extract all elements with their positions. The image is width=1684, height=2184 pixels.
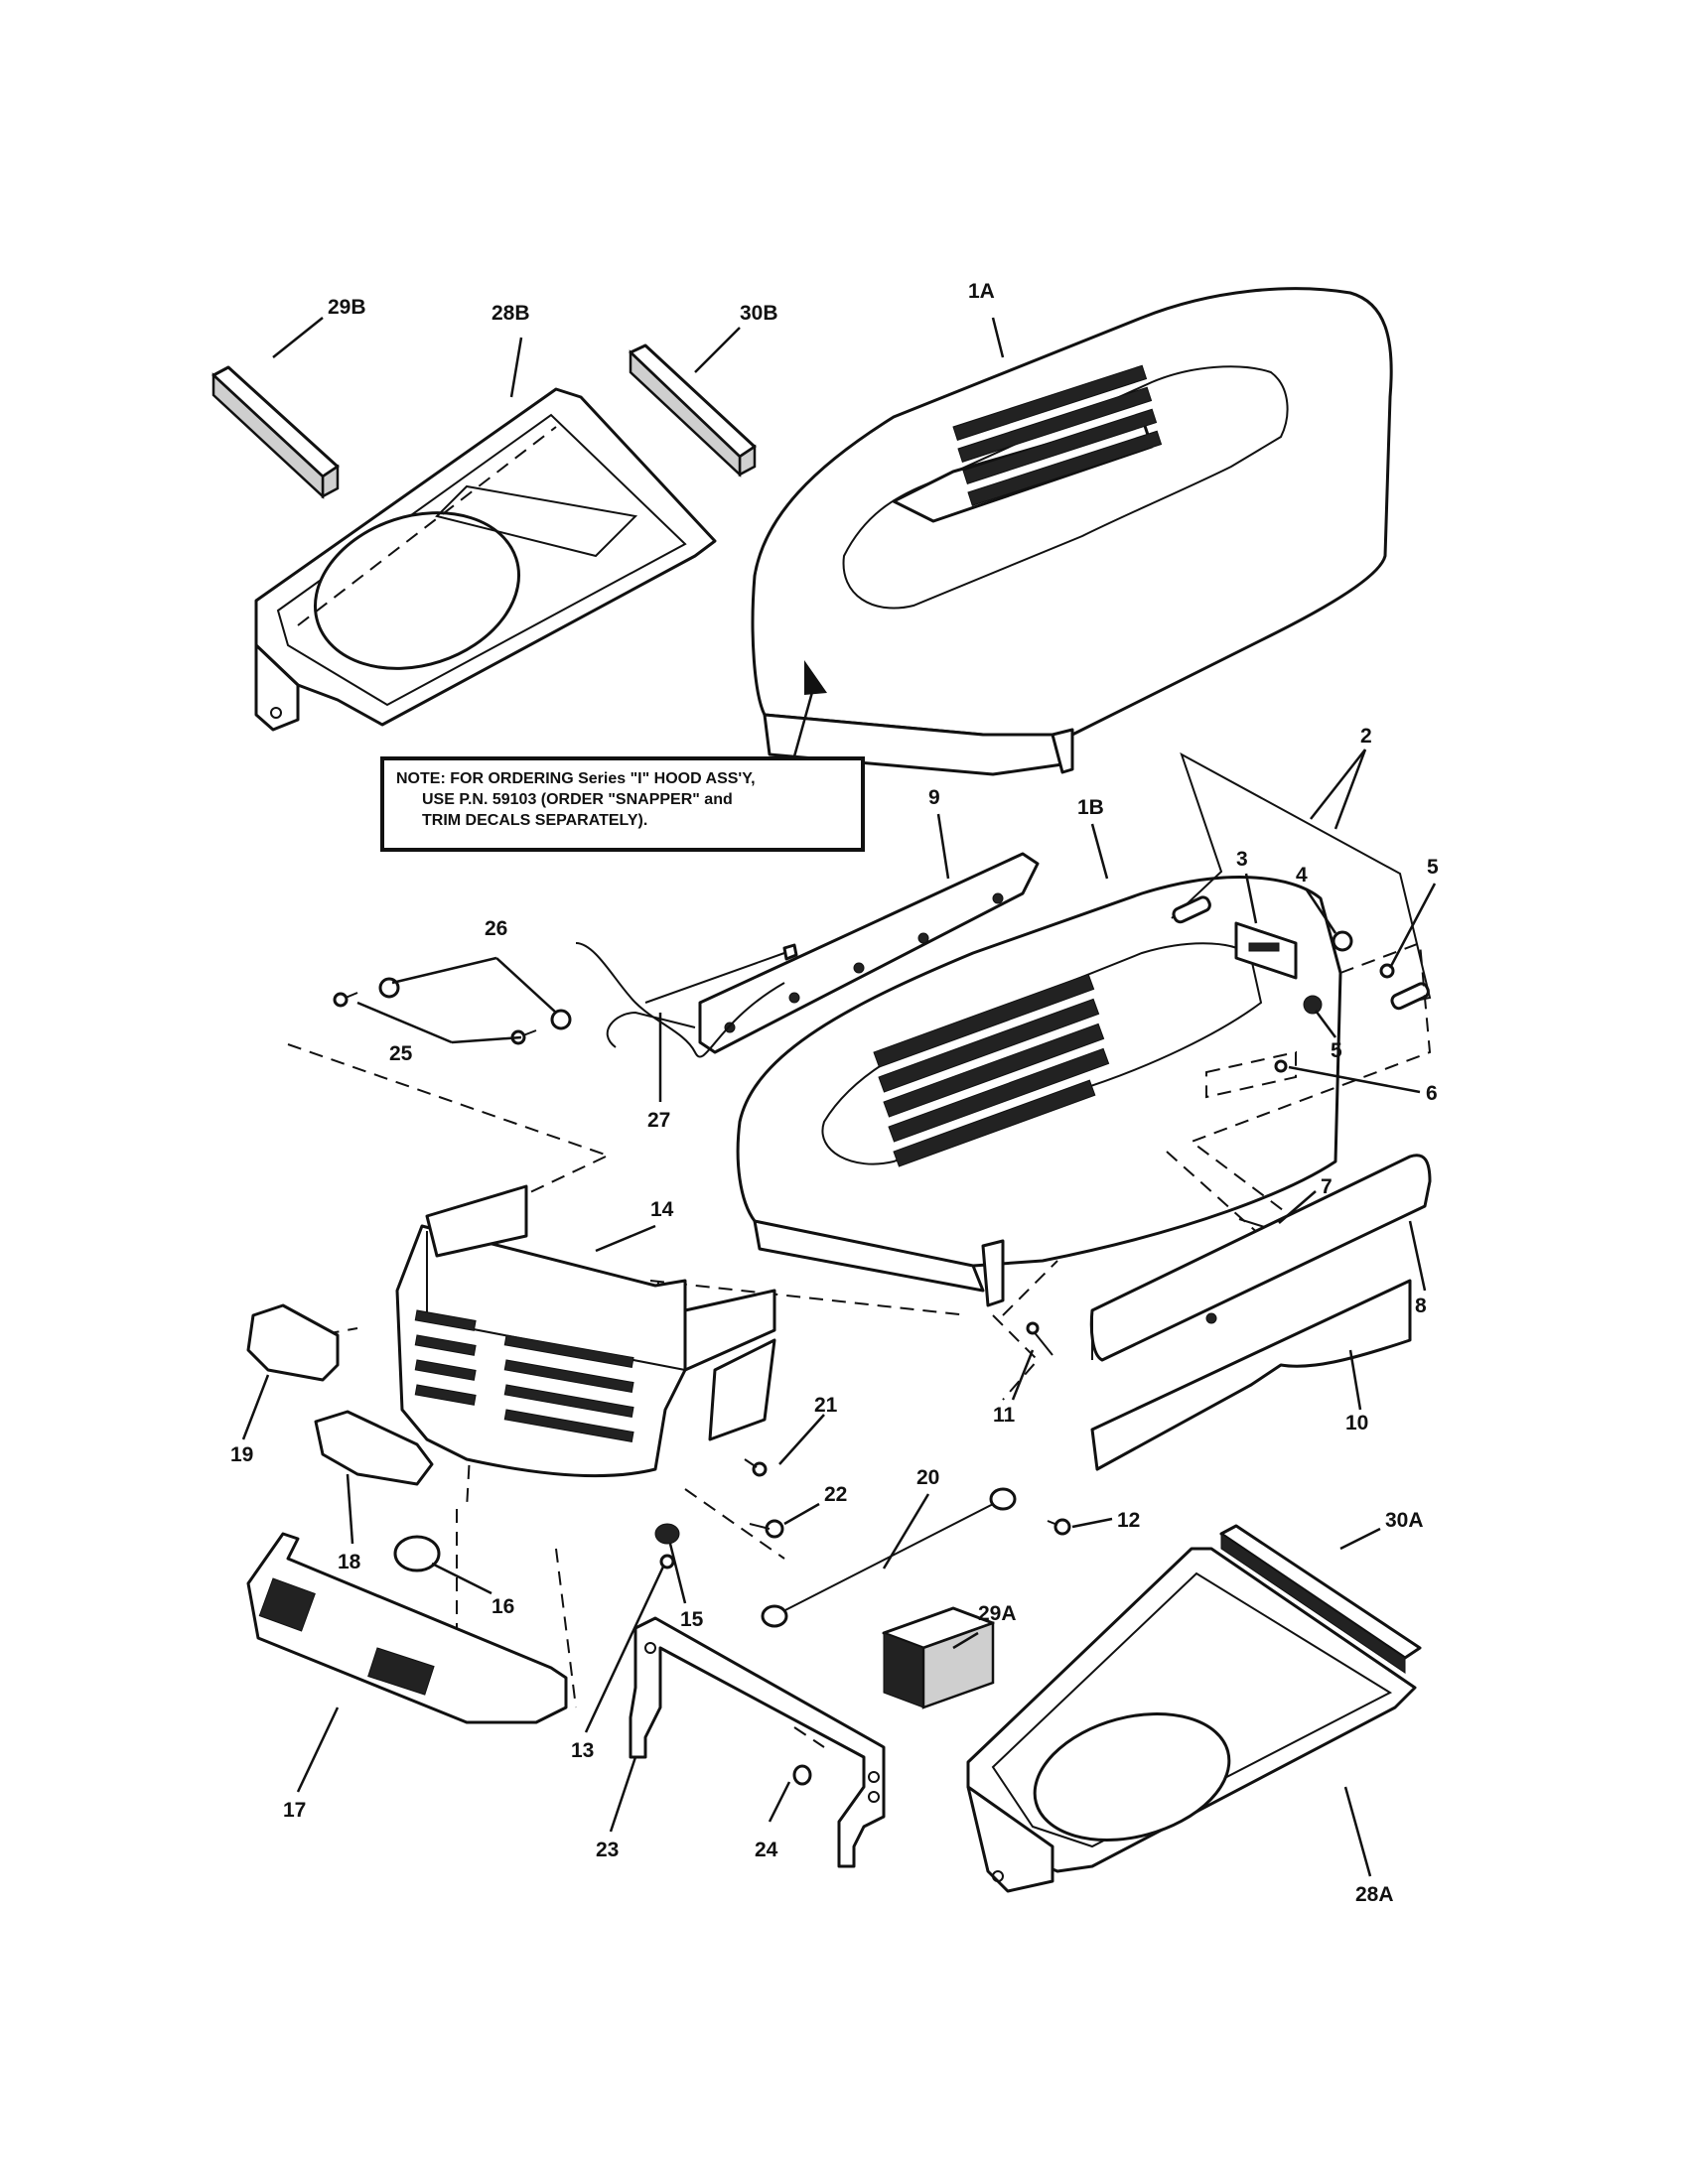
part-4-nut (1332, 930, 1353, 952)
part-13-nut (659, 1554, 675, 1570)
part-24-nut (792, 1764, 812, 1786)
label-26: 26 (485, 917, 507, 940)
label-19: 19 (230, 1443, 253, 1466)
label-24: 24 (755, 1839, 778, 1861)
part-21-screw (744, 1458, 768, 1477)
label-1b: 1B (1077, 796, 1104, 819)
label-30a: 30A (1385, 1509, 1424, 1532)
label-25: 25 (389, 1042, 413, 1065)
label-2: 2 (1360, 725, 1372, 748)
part-16-cap (393, 1535, 441, 1572)
label-10: 10 (1345, 1412, 1368, 1434)
part-12-screw (1047, 1518, 1071, 1536)
part-11-screw (1026, 1321, 1053, 1356)
hood-1b-vent-grille (873, 973, 1110, 1167)
label-29b: 29B (328, 296, 366, 319)
part-1b-hood (736, 876, 1342, 1307)
part-9-side-trim (698, 852, 1040, 1054)
label-29a: 29A (978, 1602, 1017, 1625)
part-5-nut-lower (1303, 995, 1323, 1015)
label-7: 7 (1321, 1175, 1333, 1198)
part-30a-foam-strip (1219, 1524, 1422, 1674)
part-3-hinge-plate (1234, 921, 1298, 980)
part-27-release-cable (575, 942, 798, 1058)
ordering-note: NOTE: FOR ORDERING Series "I" HOOD ASS'Y… (380, 756, 865, 852)
part-29a-foam-block (882, 1606, 995, 1709)
grille-slats (414, 1309, 634, 1443)
note-arrow (792, 660, 827, 757)
label-23: 23 (596, 1839, 619, 1861)
label-5-upper: 5 (1427, 856, 1439, 879)
assembly-dashed-lines (287, 941, 1432, 1748)
part-1a-hood (751, 287, 1393, 776)
part-17-front-bumper (246, 1532, 568, 1724)
part-23-bracket (629, 1616, 886, 1868)
part-30b-foam-strip (629, 343, 757, 478)
label-11: 11 (993, 1404, 1016, 1427)
part-22-screw (749, 1519, 784, 1539)
label-9: 9 (928, 786, 940, 809)
callout-labels: 1A 28B 29B 30B 2 9 1B 3 4 5 5 6 7 8 10 1… (230, 280, 1439, 1906)
label-5-lower: 5 (1331, 1039, 1342, 1062)
label-12: 12 (1117, 1509, 1140, 1532)
label-13: 13 (571, 1739, 594, 1762)
part-18-lens (314, 1410, 434, 1486)
note-line-3: TRIM DECALS SEPARATELY). (422, 812, 648, 829)
label-20: 20 (916, 1466, 939, 1489)
label-15: 15 (680, 1608, 704, 1631)
part-25-screws (333, 992, 537, 1045)
label-22: 22 (824, 1483, 847, 1506)
label-6: 6 (1426, 1082, 1438, 1105)
leader-lines (241, 317, 1437, 1877)
part-29b-foam-strip (211, 365, 340, 499)
label-30b: 30B (740, 302, 778, 325)
label-21: 21 (814, 1394, 838, 1417)
note-line-2: USE P.N. 59103 (ORDER "SNAPPER" and (422, 791, 733, 808)
part-8-trim-strip (1089, 1154, 1432, 1362)
label-1a: 1A (968, 280, 995, 303)
part-28b-battery-tray (254, 387, 717, 732)
label-28a: 28A (1355, 1883, 1394, 1906)
part-14-grille-assembly (395, 1184, 776, 1478)
label-17: 17 (283, 1799, 306, 1822)
label-14: 14 (650, 1198, 674, 1221)
part-28a-battery-tray (966, 1547, 1417, 1893)
label-18: 18 (338, 1551, 361, 1573)
part-20-support-rod (761, 1487, 1017, 1628)
label-4: 4 (1296, 864, 1308, 887)
part-10-skirt (1090, 1279, 1412, 1471)
label-3: 3 (1236, 848, 1248, 871)
hood-1a-vent-grille (952, 364, 1163, 506)
label-8: 8 (1415, 1295, 1427, 1317)
part-19-lens (246, 1303, 340, 1382)
part-6-plate (1205, 1050, 1297, 1099)
label-27: 27 (647, 1109, 670, 1132)
part-15-grommet (654, 1523, 680, 1545)
label-28b: 28B (491, 302, 530, 325)
part-26-clips (378, 977, 572, 1030)
label-16: 16 (491, 1595, 514, 1618)
note-line-1: NOTE: FOR ORDERING Series "I" HOOD ASS'Y… (396, 770, 756, 787)
